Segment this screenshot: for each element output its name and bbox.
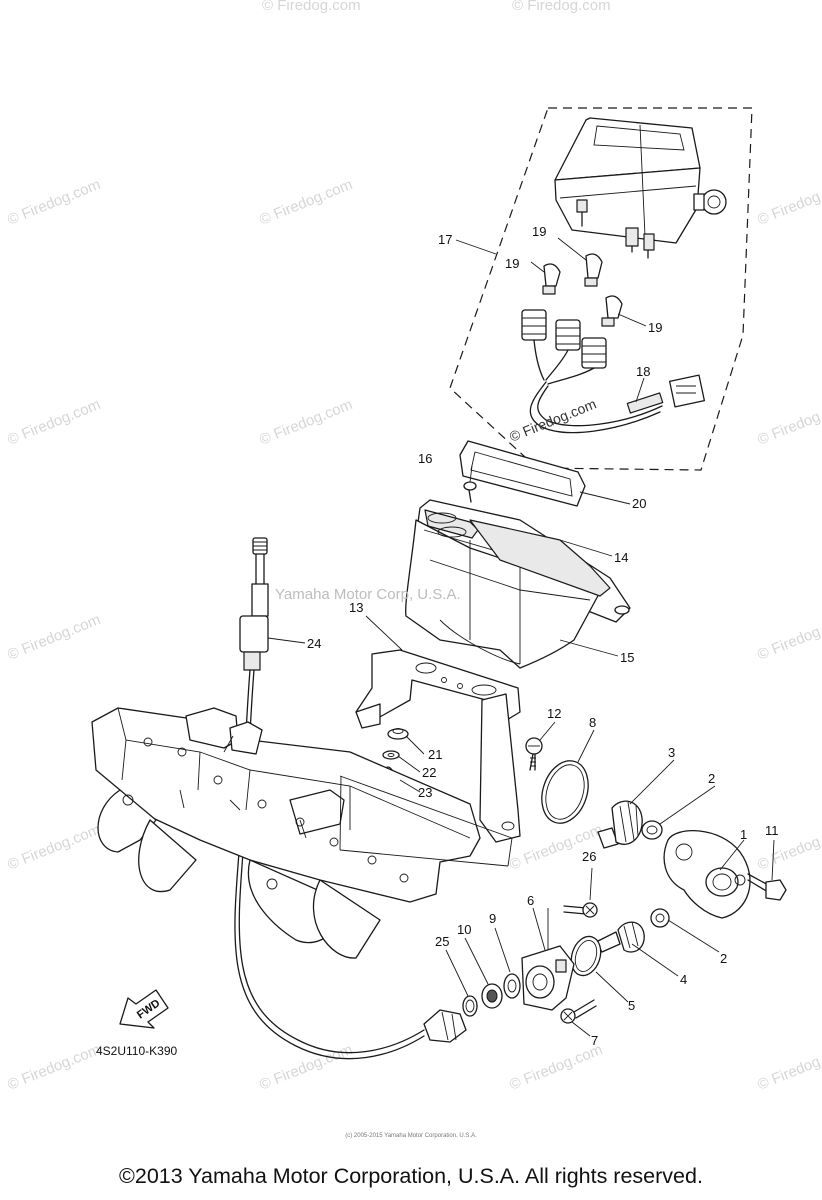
drive-gear-part xyxy=(597,800,643,849)
watermark: © Firedog.com xyxy=(755,396,822,449)
small-copyright: (c) 2005-2015 Yamaha Motor Corporation, … xyxy=(345,1133,477,1139)
callout-2: 2 xyxy=(708,771,715,786)
o-ring-part xyxy=(570,935,602,977)
callout-2: 2 xyxy=(720,951,727,966)
callout-15: 15 xyxy=(620,650,634,665)
watermark: © Firedog.com xyxy=(5,821,103,874)
callout-9: 9 xyxy=(489,911,496,926)
cable-housing-part xyxy=(521,945,575,1011)
watermark: © Firedog.com xyxy=(507,821,605,874)
callout-16: 16 xyxy=(418,451,432,466)
callout-26: 26 xyxy=(582,849,596,864)
copyright-footer: ©2013 Yamaha Motor Corporation, U.S.A. A… xyxy=(119,1164,703,1188)
callout-11: 11 xyxy=(765,823,779,838)
grommet-part xyxy=(387,728,409,740)
handlebar-frame-part xyxy=(91,707,481,959)
callout-18: 18 xyxy=(636,364,650,379)
bolt-part xyxy=(747,873,787,901)
callout-8: 8 xyxy=(589,715,596,730)
callout-10: 10 xyxy=(457,922,471,937)
watermark: © Firedog.com xyxy=(755,176,822,229)
socket-harness-part xyxy=(521,309,706,434)
bulb-part xyxy=(542,263,561,295)
callout-20: 20 xyxy=(632,496,646,511)
watermark: © Firedog.com xyxy=(5,611,103,664)
watermark: © Firedog.com xyxy=(262,0,361,14)
cable-end-fitting-part xyxy=(423,1009,467,1043)
oil-seal-part xyxy=(481,983,503,1009)
watermark: © Firedog.com xyxy=(257,176,355,229)
leader-lines xyxy=(223,237,775,1037)
bolt-part xyxy=(525,737,543,771)
watermark: © Firedog.com xyxy=(507,395,598,444)
callout-22: 22 xyxy=(422,765,436,780)
driven-gear-part xyxy=(595,921,645,953)
screw-part xyxy=(463,481,477,503)
callout-19: 19 xyxy=(505,256,519,271)
meter-unit-part xyxy=(554,117,727,259)
watermark: © Firedog.com xyxy=(257,1041,355,1094)
callout-numbers: 17 19 19 19 18 16 20 14 13 15 24 12 8 21… xyxy=(307,224,779,1048)
screw-part xyxy=(560,999,597,1024)
callout-25: 25 xyxy=(435,934,449,949)
callout-13: 13 xyxy=(349,600,363,615)
callout-23: 23 xyxy=(418,785,432,800)
watermark: © Firedog.com xyxy=(512,0,611,14)
screw-part xyxy=(563,902,598,918)
callout-21: 21 xyxy=(428,747,442,762)
watermark: © Firedog.com xyxy=(5,396,103,449)
center-watermark: Yamaha Motor Corp, U.S.A. xyxy=(275,586,461,603)
watermark: © Firedog.com xyxy=(755,611,822,664)
speedometer-cable-part xyxy=(234,537,425,1060)
bulb-part xyxy=(601,295,623,327)
watermark: © Firedog.com xyxy=(5,176,103,229)
callout-24: 24 xyxy=(307,636,321,651)
callout-19: 19 xyxy=(648,320,662,335)
watermark: © Firedog.com xyxy=(755,1041,822,1094)
gear-housing-part xyxy=(663,830,751,919)
watermark: © Firedog.com xyxy=(5,1041,103,1094)
callout-4: 4 xyxy=(680,972,687,987)
diagram-code: 4S2U110-K390 xyxy=(96,1044,178,1058)
o-ring-part xyxy=(541,760,589,824)
callout-6: 6 xyxy=(527,893,534,908)
meter-gasket-part xyxy=(459,440,586,507)
callout-3: 3 xyxy=(668,745,675,760)
callout-5: 5 xyxy=(628,998,635,1013)
washer-part xyxy=(503,973,521,999)
washer-part xyxy=(382,750,400,760)
meter-housing-part xyxy=(405,499,631,669)
callout-7: 7 xyxy=(591,1033,598,1048)
callout-19: 19 xyxy=(532,224,546,239)
callout-14: 14 xyxy=(614,550,628,565)
callout-1: 1 xyxy=(740,827,747,842)
fwd-arrow-icon: FWD xyxy=(119,989,169,1029)
bushing-part xyxy=(650,908,670,928)
watermark: © Firedog.com xyxy=(507,1041,605,1094)
meter-assembly-boundary xyxy=(449,107,753,471)
o-ring-part xyxy=(462,995,478,1017)
callout-17: 17 xyxy=(438,232,452,247)
bushing-part xyxy=(641,820,663,840)
watermark: © Firedog.com xyxy=(257,396,355,449)
callout-12: 12 xyxy=(547,706,561,721)
meter-bracket-part xyxy=(355,649,521,843)
bulb-part xyxy=(584,253,603,287)
